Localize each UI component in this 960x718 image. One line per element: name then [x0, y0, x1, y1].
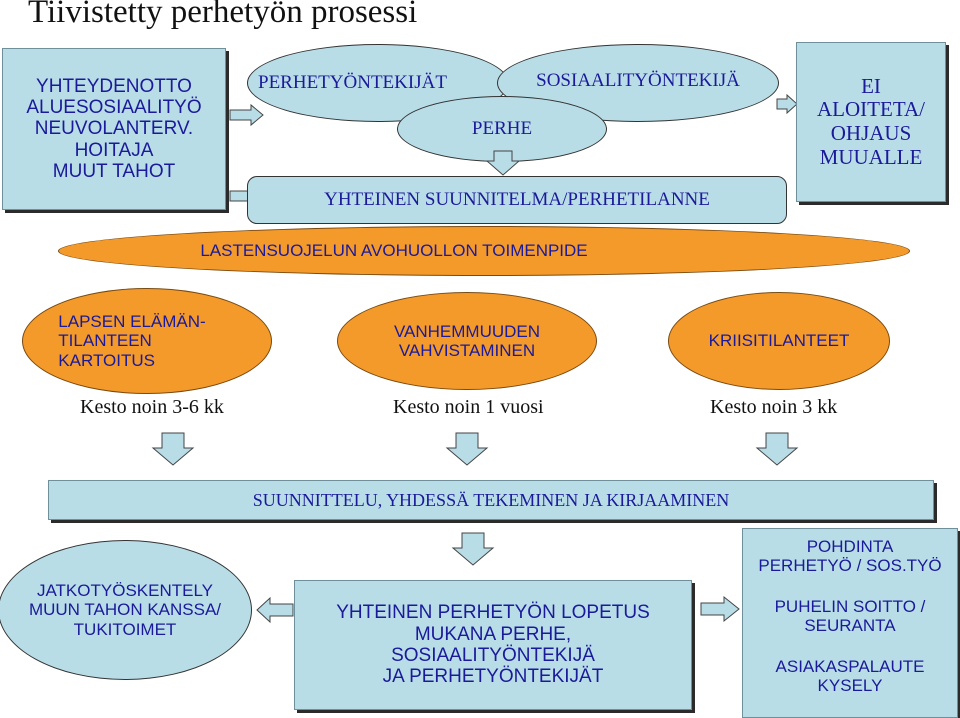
down-arrow-icon	[451, 532, 495, 566]
phase-ellipse-kriisit: KRIISITILANTEET	[668, 292, 890, 390]
page-title: Tiivistetty perhetyön prosessi	[28, 0, 418, 30]
reflection-box: POHDINTA PERHETYÖ / SOS.TYÖ PUHELIN SOIT…	[742, 528, 958, 718]
reflection-line: POHDINTA PERHETYÖ / SOS.TYÖ	[758, 537, 942, 576]
right-arrow-icon	[776, 93, 798, 115]
child-welfare-measure-label: LASTENSUOJELUN AVOHUOLLON TOIMENPIDE	[200, 241, 588, 261]
perhetyontekijat-label: PERHETYÖNTEKIJÄT	[258, 72, 447, 94]
joint-plan-label: YHTEINEN SUUNNITELMA/PERHETILANNE	[324, 189, 710, 211]
down-arrow-icon	[445, 432, 489, 466]
phase-ellipse-vanhemmuus: VANHEMMUUDEN VAHVISTAMINEN	[337, 292, 597, 390]
phase-ellipse-kartoitus: LAPSEN ELÄMÄN- TILANTEEN KARTOITUS	[22, 288, 272, 394]
down-arrow-icon	[485, 150, 521, 176]
right-arrow-icon	[700, 595, 740, 623]
followup-label: JATKOTYÖSKENTELY MUUN TAHON KANSSA/ TUKI…	[28, 581, 222, 639]
reflection-line: ASIAKASPALAUTE KYSELY	[775, 657, 925, 696]
phase-label: VANHEMMUUDEN VAHVISTAMINEN	[393, 321, 541, 360]
child-welfare-measure-ellipse: LASTENSUOJELUN AVOHUOLLON TOIMENPIDE	[58, 226, 910, 276]
contact-box: YHTEYDENOTTO ALUESOSIAALITYÖ NEUVOLANTER…	[2, 48, 226, 210]
down-arrow-icon	[755, 432, 799, 466]
phase-duration: Kesto noin 3 kk	[710, 396, 838, 418]
phase-duration: Kesto noin 3-6 kk	[80, 396, 224, 418]
planning-box: SUUNNITTELU, YHDESSÄ TEKEMINEN JA KIRJAA…	[48, 480, 934, 520]
down-arrow-icon	[151, 432, 195, 466]
right-arrow-icon	[229, 103, 264, 127]
ellipse-sosiaalityontekija: SOSIAALITYÖNTEKIJÄ	[497, 44, 779, 122]
phase-label: LAPSEN ELÄMÄN- TILANTEEN KARTOITUS	[58, 312, 206, 370]
ending-box: YHTEINEN PERHETYÖN LOPETUS MUKANA PERHE,…	[294, 580, 692, 710]
no-start-box: EI ALOITETA/ OHJAUS MUUALLE	[796, 42, 946, 202]
perhe-label: PERHE	[471, 118, 533, 140]
joint-plan-box: YHTEINEN SUUNNITELMA/PERHETILANNE	[247, 176, 787, 224]
left-arrow-icon	[256, 596, 294, 624]
reflection-line: PUHELIN SOITTO / SEURANTA	[774, 597, 926, 636]
followup-ellipse: JATKOTYÖSKENTELY MUUN TAHON KANSSA/ TUKI…	[0, 540, 252, 680]
phase-label: KRIISITILANTEET	[708, 331, 850, 351]
phase-duration: Kesto noin 1 vuosi	[393, 396, 544, 418]
sosiaalityontekija-label: SOSIAALITYÖNTEKIJÄ	[536, 70, 740, 92]
